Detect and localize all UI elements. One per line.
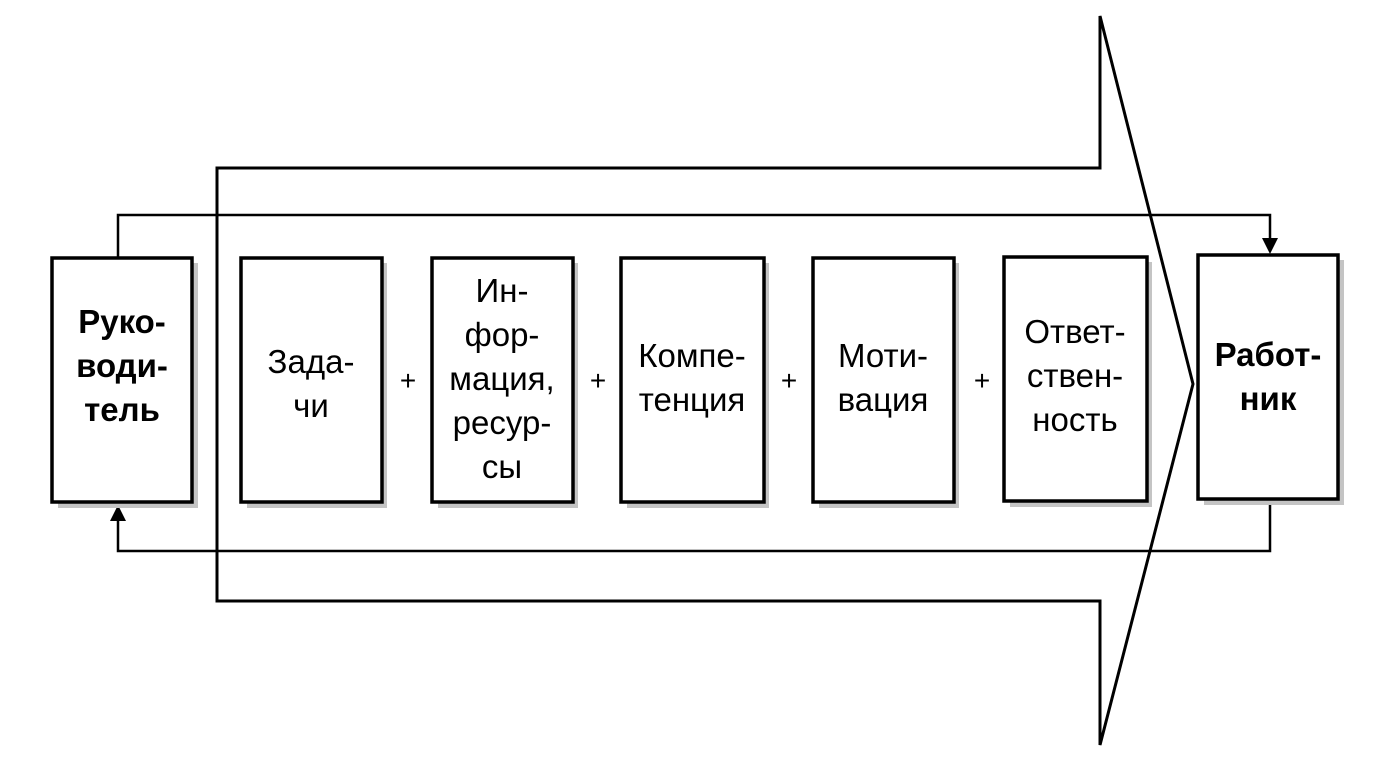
worker-label: Работ-ник — [1215, 336, 1322, 417]
factor-label-information-resources-line: фор- — [465, 316, 540, 353]
factor-label-motivation: Моти-вация — [838, 337, 929, 418]
factor-label-competence: Компе-тенция — [638, 337, 745, 418]
top-flow-line — [116, 213, 1272, 257]
plus-operator: + — [400, 365, 416, 396]
factor-box-motivation — [811, 256, 956, 504]
factor-label-motivation-line: Моти- — [838, 337, 928, 374]
manager-arrowhead — [110, 505, 126, 521]
worker-label-line: Работ- — [1215, 336, 1322, 373]
factor-label-responsibility-line: ствен- — [1027, 357, 1123, 394]
manager-label-line: Руко- — [78, 303, 166, 340]
worker-box — [1196, 253, 1340, 501]
factor-label-competence-line: тенция — [639, 381, 746, 418]
manager-label-line: води- — [76, 347, 168, 384]
factor-label-responsibility-line: Ответ- — [1024, 313, 1125, 350]
factor-label-information-resources-line: Ин- — [476, 272, 529, 309]
factor-label-information-resources-line: мация, — [449, 360, 554, 397]
manager-label: Руко-води-тель — [76, 303, 168, 428]
factor-label-tasks-line: чи — [293, 387, 329, 424]
factor-label-tasks: Зада-чи — [268, 343, 355, 424]
factor-box-information-resources — [430, 256, 575, 504]
worker-arrowhead — [1262, 238, 1278, 254]
plus-operator: + — [590, 365, 606, 396]
big-arrow-outline — [215, 15, 1195, 746]
worker-label-line: ник — [1240, 380, 1297, 417]
bottom-feedback-line — [116, 500, 1272, 553]
factor-label-information-resources-line: сы — [482, 448, 522, 485]
manager-label-line: тель — [84, 391, 160, 428]
factor-box-responsibility — [1002, 255, 1149, 503]
factor-box-tasks — [239, 256, 384, 504]
plus-operator: + — [974, 365, 990, 396]
plus-operator: + — [781, 365, 797, 396]
manager-box — [50, 256, 194, 504]
factor-label-motivation-line: вация — [838, 381, 929, 418]
factor-label-competence-line: Компе- — [638, 337, 745, 374]
factor-label-information-resources-line: ресур- — [453, 404, 552, 441]
factor-box-competence — [619, 256, 766, 504]
factor-label-responsibility-line: ность — [1032, 401, 1117, 438]
factor-label-responsibility: Ответ-ствен-ность — [1024, 313, 1125, 438]
factor-label-information-resources: Ин-фор-мация, ресур-сы — [449, 272, 554, 485]
factor-label-tasks-line: Зада- — [268, 343, 355, 380]
